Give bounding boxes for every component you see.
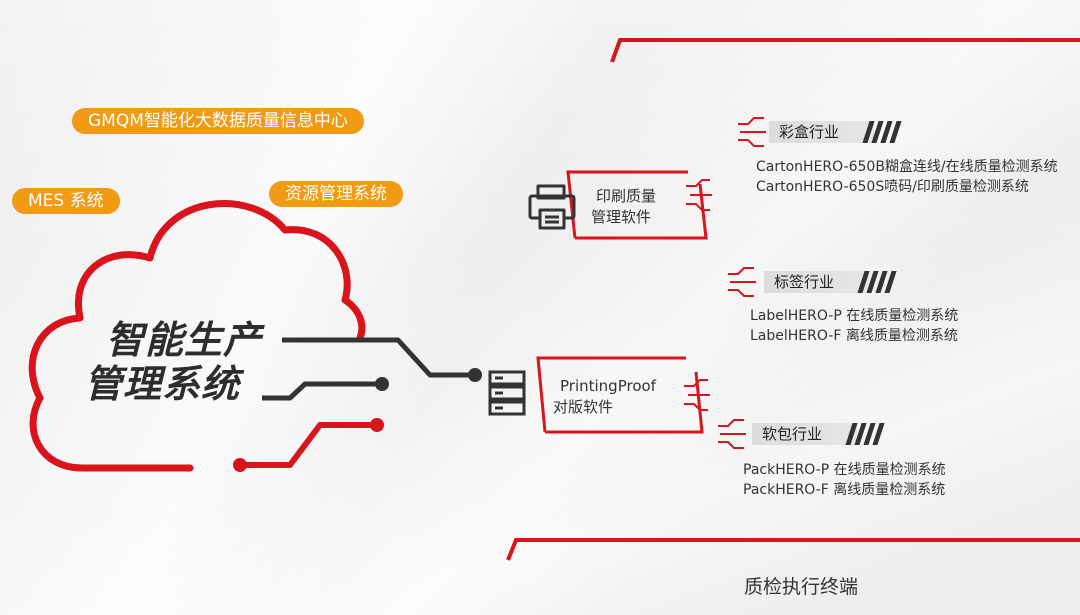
- circuit-icon-box1: [686, 179, 712, 211]
- industry-tag-carton: 彩盒行业: [769, 121, 874, 143]
- industry-tag-pack: 软包行业: [752, 423, 857, 445]
- mes-pill: MES 系统: [12, 188, 120, 214]
- circuit-icon-box2: [684, 379, 710, 411]
- cloud-shape: [28, 200, 366, 472]
- cloud-title-line2: 管理系统: [84, 362, 241, 406]
- trace-top: [282, 337, 475, 378]
- trace-mid-node: [375, 377, 389, 391]
- resource-pill: 资源管理系统: [269, 181, 403, 207]
- tag-stripes-2: [857, 271, 897, 293]
- printer-icon: [528, 184, 576, 230]
- printing-proof-line2: 对版软件: [553, 398, 614, 416]
- printing-proof-line1: PrintingProof: [560, 377, 656, 395]
- carton-product-1: CartonHERO-650B糊盒连线/在线质量检测系统: [756, 159, 1058, 175]
- circuit-icon-tag1: [738, 117, 766, 147]
- print-quality-line2: 管理软件: [591, 208, 652, 226]
- carton-product-2: CartonHERO-650S喷码/印刷质量检测系统: [756, 179, 1029, 195]
- print-quality-line1: 印刷质量: [596, 187, 657, 205]
- proof-box-frame: [536, 356, 704, 434]
- pack-product-2: PackHERO-F 离线质量检测系统: [743, 482, 946, 498]
- trace-top-node: [468, 368, 482, 382]
- tag-stripes-1: [862, 121, 902, 143]
- trace-red-node-right: [370, 418, 384, 432]
- pack-product-1: PackHERO-P 在线质量检测系统: [743, 462, 946, 478]
- label-product-2: LabelHERO-F 离线质量检测系统: [750, 328, 958, 344]
- gmqm-pill: GMQM智能化大数据质量信息中心: [72, 108, 364, 134]
- cloud-title-line1: 智能生产: [106, 318, 263, 362]
- tag-stripes-3: [845, 423, 885, 445]
- circuit-icon-tag2: [728, 267, 756, 297]
- server-icon: [488, 370, 526, 416]
- trace-red-node-left: [233, 458, 247, 472]
- terminal-bracket-bottom: [506, 538, 1080, 561]
- trace-red: [240, 422, 375, 468]
- terminal-bracket-top: [610, 38, 1080, 63]
- terminal-footer-label: 质检执行终端: [744, 576, 859, 598]
- label-product-1: LabelHERO-P 在线质量检测系统: [750, 308, 959, 324]
- industry-tag-label: 标签行业: [764, 271, 869, 293]
- trace-mid: [262, 381, 380, 401]
- circuit-icon-tag3: [718, 419, 746, 449]
